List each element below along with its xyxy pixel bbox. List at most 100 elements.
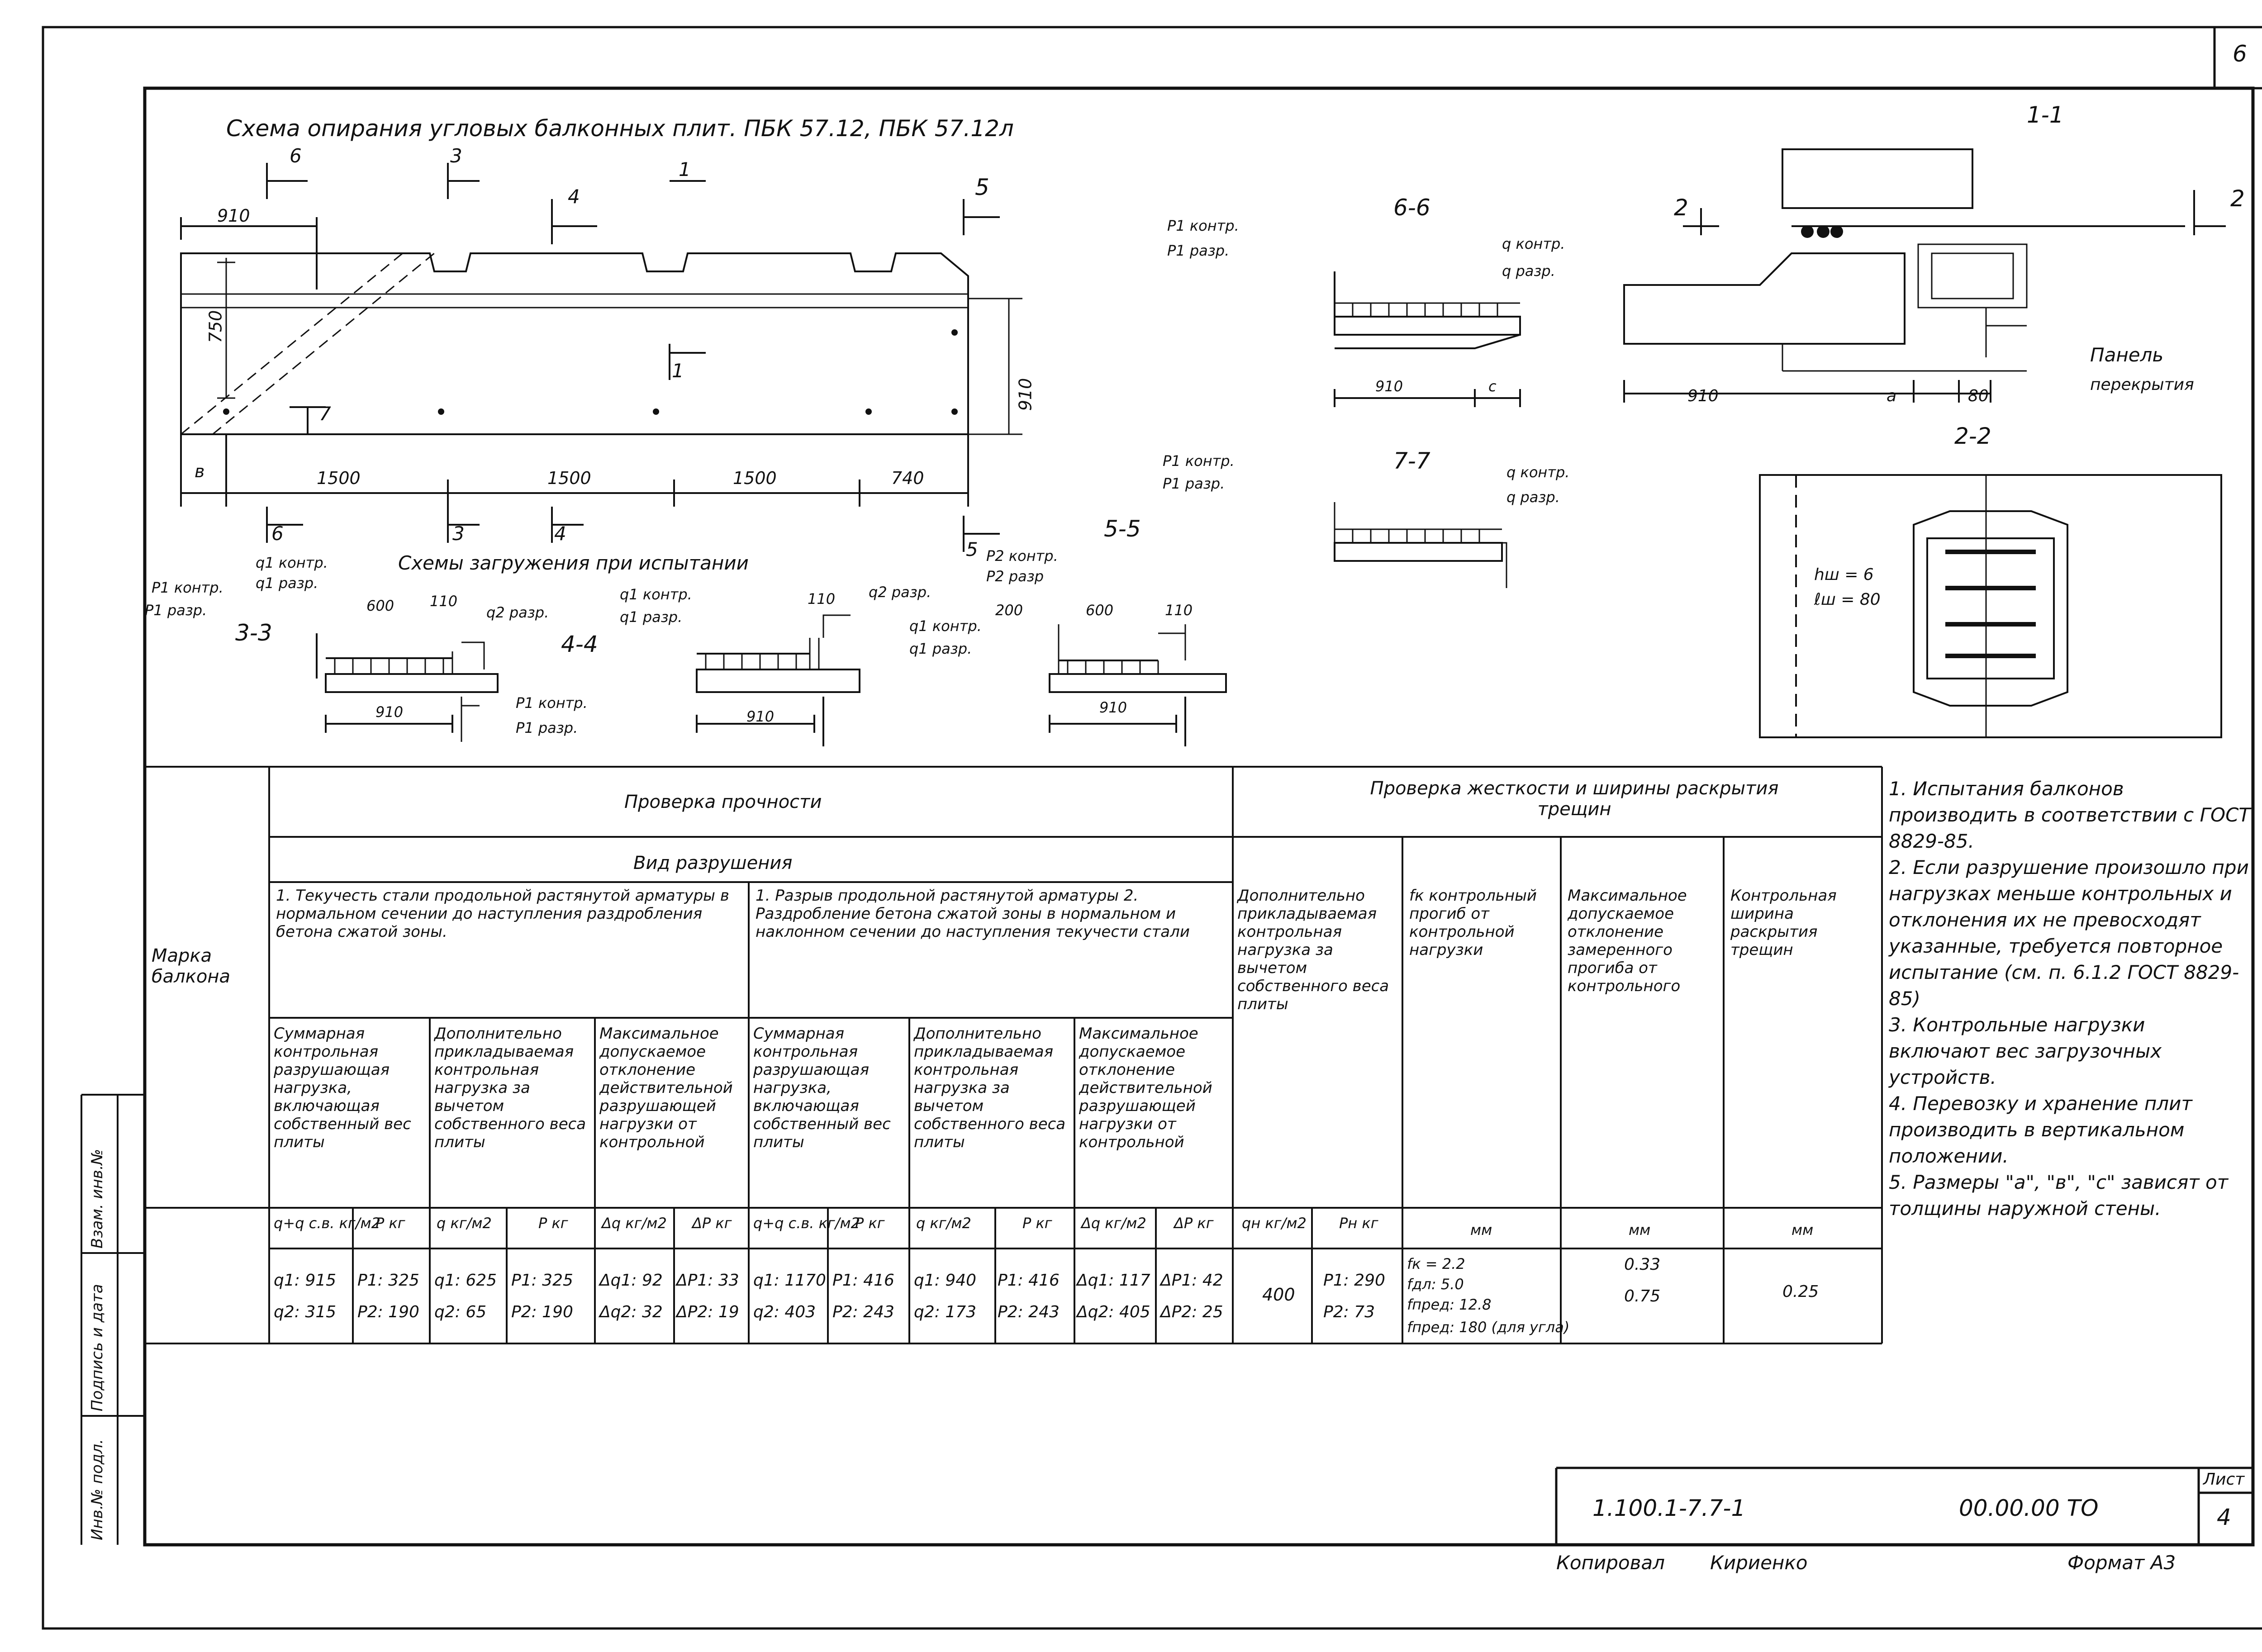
side-label-signature: Подпись и дата <box>88 1284 106 1411</box>
dim-c: c <box>1488 378 1497 395</box>
sheet-number: 6 <box>2233 41 2247 67</box>
table-cell: ΔP1: 42 <box>1160 1271 1223 1290</box>
q1-control-label: q1 контр. <box>256 554 328 571</box>
col-control-deflection: fк контрольный прогиб от контрольной наг… <box>1409 887 1537 959</box>
section-marker-5b: 5 <box>966 538 978 560</box>
results-table-lines <box>145 766 1883 1344</box>
dim-a: a <box>1887 387 1897 405</box>
section-1-1-drawing <box>1623 148 2226 403</box>
unit-cell: q+q с.в. кг/м2 <box>753 1215 860 1232</box>
dim-910-top: 910 <box>217 206 250 226</box>
p2-control-label: P2 контр. <box>986 547 1058 565</box>
q1-control-label: q1 контр. <box>909 617 982 635</box>
panel-label: Панель <box>2090 344 2164 366</box>
unit-cell: мм <box>1470 1221 1492 1239</box>
section-marker-4b: 4 <box>554 522 566 545</box>
q-control-label: q контр. <box>1502 235 1565 252</box>
col-max-deviation-2: Максимальное допускаемое отклонение дейс… <box>1079 1025 1212 1151</box>
table-cell: q2: 65 <box>434 1303 487 1321</box>
table-cell: 0.33 <box>1624 1255 1661 1274</box>
col-balcony-mark: Марка балкона <box>152 945 231 987</box>
format-label: Формат А3 <box>2067 1552 2176 1574</box>
table-cell: P2: 190 <box>511 1303 573 1321</box>
unit-cell: Δq кг/м2 <box>1081 1215 1146 1232</box>
strength-check-header: Проверка прочности <box>624 792 822 812</box>
section-marker-1: 1 <box>679 158 691 180</box>
unit-cell: мм <box>1629 1221 1651 1239</box>
dim-1500-b: 1500 <box>547 468 591 488</box>
p1-failure-label: P1 разр. <box>516 719 578 736</box>
col-additional-load-2: Дополнительно прикладываемая контрольная… <box>914 1025 1066 1151</box>
unit-cell: Pн кг <box>1339 1215 1378 1232</box>
dim-1500-a: 1500 <box>317 468 361 488</box>
dim-80: 80 <box>1968 387 1989 405</box>
table-cell: q1: 915 <box>274 1271 337 1290</box>
unit-cell: P кг <box>538 1215 568 1232</box>
q1-failure-label: q1 разр. <box>909 640 972 657</box>
failure-type-2: 1. Разрыв продольной растянутой арматуры… <box>756 887 1190 941</box>
dim-b: в <box>195 461 205 481</box>
section-marker-7: 7 <box>319 403 331 425</box>
table-cell: fпред: 180 (для угла) <box>1407 1319 1570 1336</box>
section-marker-3b: 3 <box>452 522 465 545</box>
p1-failure-label: P1 разр. <box>1167 242 1230 259</box>
unit-cell: qн кг/м2 <box>1242 1215 1307 1232</box>
section-marker-2b: 2 <box>2230 185 2245 212</box>
table-cell: P1: 325 <box>511 1271 573 1290</box>
section-5-5-title: 5-5 <box>1104 516 1141 542</box>
section-marker-2a: 2 <box>1674 195 1688 221</box>
col-total-load: Суммарная контрольная разрушающая нагруз… <box>274 1025 411 1151</box>
dim-740: 740 <box>891 468 924 488</box>
side-label-inv: Инв.№ подл. <box>88 1439 106 1540</box>
page-title: Схема опирания угловых балконных плит. П… <box>226 115 1014 142</box>
p1-control-label: P1 контр. <box>516 694 588 712</box>
section-1-1-title: 1-1 <box>2027 102 2064 128</box>
section-marker-4: 4 <box>568 185 580 208</box>
table-cell: q1: 1170 <box>753 1271 826 1290</box>
rigidity-check-header: Проверка жесткости и ширины раскрытия тр… <box>1370 778 1779 820</box>
title-block-lines <box>1555 1467 2253 1545</box>
table-cell: P1: 416 <box>998 1271 1060 1290</box>
table-cell: P2: 243 <box>998 1303 1060 1321</box>
table-cell: ΔP2: 19 <box>676 1303 739 1321</box>
floor-panel-label: перекрытия <box>2090 375 2194 394</box>
note-item: 1. Испытания балконов производить в соот… <box>1889 778 2251 852</box>
table-cell: P1: 325 <box>357 1271 419 1290</box>
dim-750: 750 <box>205 310 226 343</box>
section-2-2-drawing <box>1759 474 2222 738</box>
dim-110: 110 <box>430 593 458 610</box>
q1-failure-label: q1 разр. <box>256 574 318 592</box>
table-cell: P2: 73 <box>1323 1303 1375 1321</box>
section-2-2-title: 2-2 <box>1954 423 1991 449</box>
section-3-3-title: 3-3 <box>235 620 272 646</box>
q-failure-label: q разр. <box>1502 262 1555 280</box>
unit-cell: ΔP кг <box>1174 1215 1214 1232</box>
section-marker-6: 6 <box>290 145 302 167</box>
table-cell: 400 <box>1262 1285 1295 1305</box>
table-cell: q1: 940 <box>914 1271 977 1290</box>
table-cell: fпред: 12.8 <box>1407 1296 1492 1313</box>
section-3-3-drawing <box>316 633 499 742</box>
document-designation: 00.00.00 ТО <box>1959 1495 2099 1521</box>
table-cell: ΔP1: 33 <box>676 1271 739 1290</box>
col-rigidity-additional-load: Дополнительно прикладываемая контрольная… <box>1237 887 1389 1013</box>
table-cell: 0.75 <box>1624 1287 1661 1305</box>
table-cell: Δq1: 92 <box>599 1271 663 1290</box>
unit-cell: q+q с.в. кг/м2 <box>274 1215 380 1232</box>
q1-failure-label: q1 разр. <box>620 608 683 626</box>
dim-600: 600 <box>366 597 394 614</box>
failure-type-1: 1. Текучесть стали продольной растянутой… <box>276 887 729 941</box>
dim-910: 910 <box>1375 378 1403 395</box>
table-cell: Δq2: 405 <box>1077 1303 1150 1321</box>
col-max-deviation: Максимальное допускаемое отклонение дейс… <box>599 1025 733 1151</box>
col-max-deflection-deviation: Максимальное допускаемое отклонение заме… <box>1568 887 1687 995</box>
table-cell: ΔP2: 25 <box>1160 1303 1223 1321</box>
section-4-4-drawing <box>696 614 860 746</box>
section-6-6-title: 6-6 <box>1393 195 1430 221</box>
failure-type-header: Вид разрушения <box>633 853 793 873</box>
table-cell: P2: 243 <box>832 1303 894 1321</box>
unit-cell: q кг/м2 <box>437 1215 492 1232</box>
note-item: 3. Контрольные нагрузки включают вес заг… <box>1889 1014 2162 1088</box>
